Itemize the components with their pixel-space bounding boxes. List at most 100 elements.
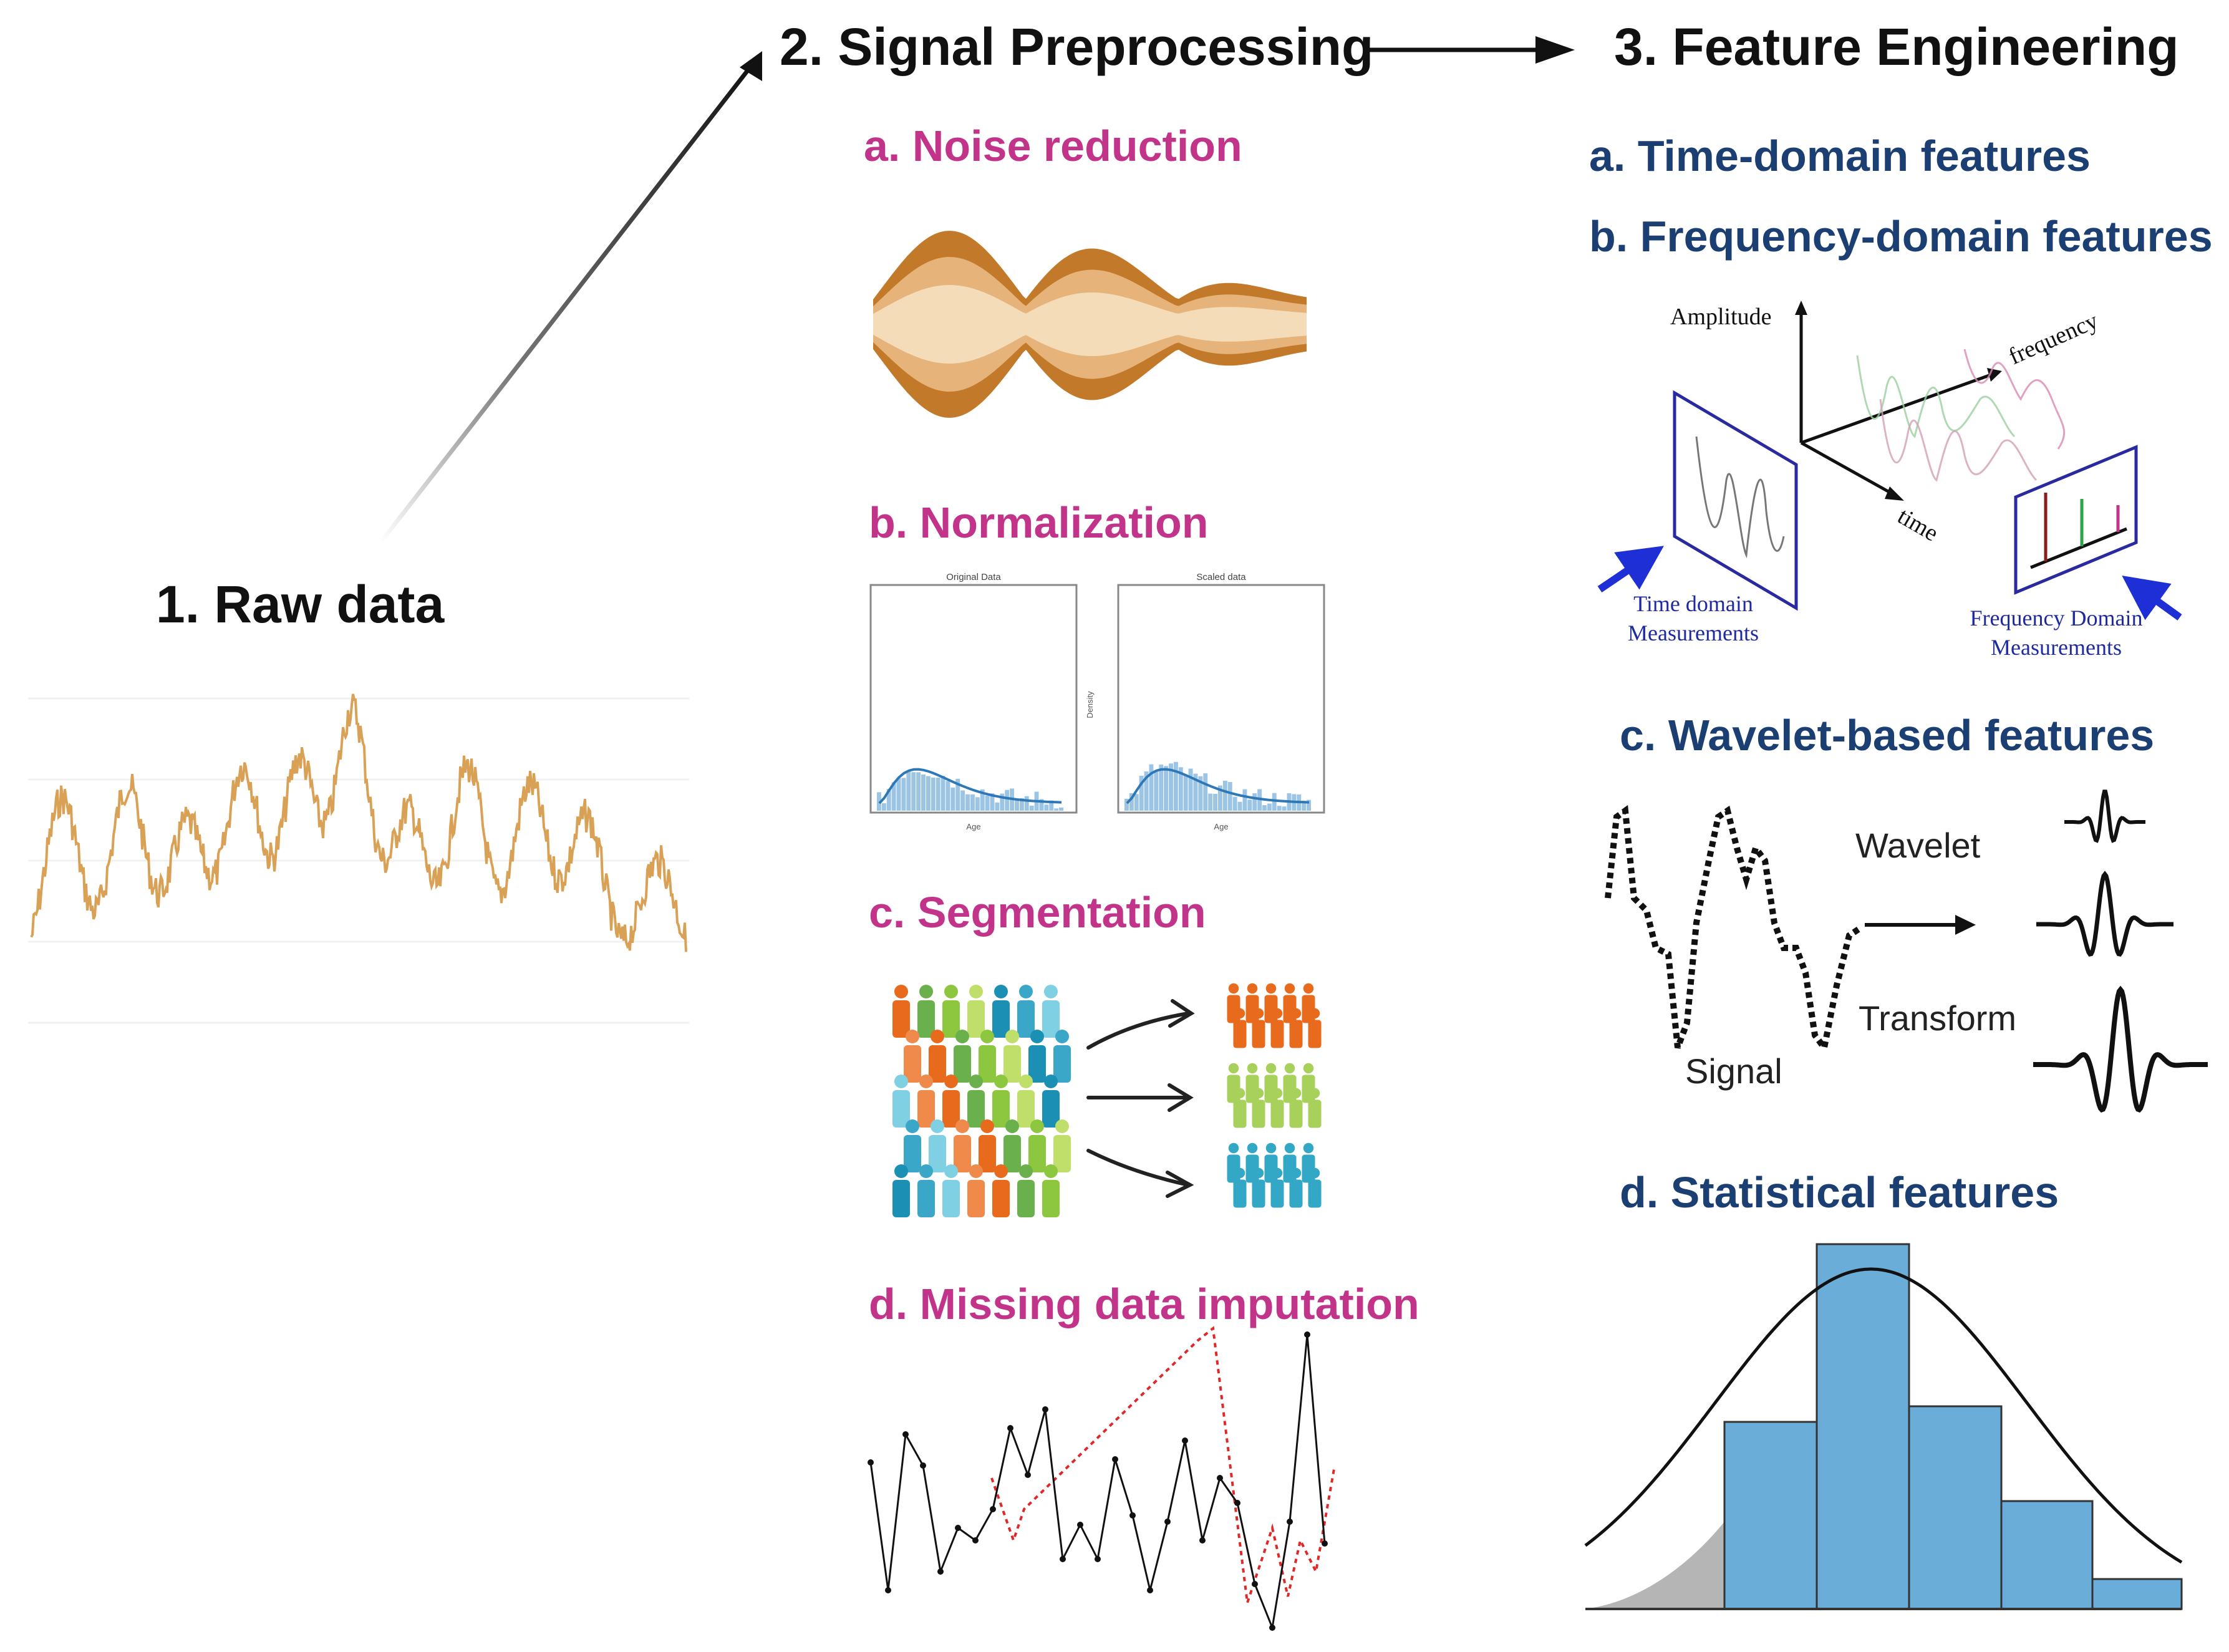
histogram-bar xyxy=(1019,798,1024,811)
person-icon xyxy=(1289,1088,1303,1128)
person-icon xyxy=(1308,1167,1322,1208)
person-icon xyxy=(992,1164,1010,1217)
scaled-ylabel: Density xyxy=(1085,691,1095,718)
histogram-bar xyxy=(965,794,970,811)
person-icon xyxy=(954,1119,971,1172)
histogram-bar xyxy=(1134,794,1139,811)
data-point xyxy=(885,1587,891,1593)
data-point xyxy=(1007,1425,1013,1431)
statistical-label: d. Statistical features xyxy=(1620,1168,2059,1217)
data-point xyxy=(1095,1556,1101,1562)
histogram-bar xyxy=(931,777,936,811)
original-xlabel: Age xyxy=(966,822,980,831)
data-point xyxy=(1304,1331,1310,1338)
person-icon xyxy=(1028,1030,1046,1083)
person-icon xyxy=(1042,1075,1060,1128)
normalization-label: b. Normalization xyxy=(869,498,1208,547)
data-point xyxy=(1269,1625,1275,1631)
scaled-data-panel xyxy=(1117,584,1325,814)
histogram-bar xyxy=(1124,798,1129,811)
histogram-bar xyxy=(1169,763,1173,811)
scaled-data-caption: Scaled data xyxy=(1196,572,1246,582)
data-point xyxy=(1199,1537,1206,1543)
histogram-bar xyxy=(1307,799,1311,811)
histogram-bar xyxy=(1164,766,1169,811)
time-domain-caption-2: Measurements xyxy=(1628,621,1759,645)
person-icon xyxy=(942,1075,960,1128)
frequency-domain-caption-2: Measurements xyxy=(1991,635,2122,660)
histogram-bar xyxy=(985,795,990,811)
histogram-bar xyxy=(1178,767,1183,811)
histogram-bar xyxy=(1222,780,1227,811)
person-icon xyxy=(1233,1088,1247,1128)
histogram-bar xyxy=(995,802,1000,811)
histogram-bar xyxy=(1272,793,1277,811)
person-icon xyxy=(1252,1088,1265,1128)
data-point xyxy=(1129,1512,1136,1519)
person-icon xyxy=(917,1075,935,1128)
data-point xyxy=(1217,1475,1223,1481)
histogram-bar xyxy=(1029,805,1034,811)
histogram-bar xyxy=(1282,806,1287,811)
histogram-bar xyxy=(1015,799,1019,811)
histogram-bar xyxy=(1183,775,1188,811)
histogram-bar xyxy=(901,778,906,811)
person-icon xyxy=(1017,985,1035,1038)
person-icon xyxy=(942,985,960,1038)
person-icon xyxy=(892,985,910,1038)
histogram-bar xyxy=(1277,806,1282,811)
histogram-bar xyxy=(926,776,931,811)
person-icon xyxy=(1233,1008,1247,1048)
histogram-bar xyxy=(970,794,975,811)
histogram-bar xyxy=(1227,781,1232,811)
data-point xyxy=(990,1506,996,1512)
person-icon xyxy=(992,985,1010,1038)
histogram-bar xyxy=(945,781,950,811)
time-frequency-diagram: Amplitude frequency time Time domain Mea… xyxy=(1597,301,2182,660)
person-icon xyxy=(1308,1008,1322,1048)
histogram-bar xyxy=(1054,808,1059,811)
histogram-bar xyxy=(975,797,980,811)
person-icon xyxy=(1270,1008,1284,1048)
original-data-panel xyxy=(869,584,1078,814)
histogram-bar xyxy=(1173,761,1178,811)
person-icon xyxy=(904,1119,921,1172)
noise-reduction-label: a. Noise reduction xyxy=(864,122,1242,170)
histogram-bar xyxy=(1218,785,1222,811)
data-point xyxy=(920,1462,926,1469)
noise-reduction-waveform xyxy=(873,231,1307,418)
data-point xyxy=(1322,1540,1328,1547)
histogram-bar xyxy=(1262,805,1267,811)
histogram-bar xyxy=(1144,771,1149,811)
histogram-bar xyxy=(921,774,926,811)
histogram-bar xyxy=(1000,793,1005,811)
person-icon xyxy=(1003,1119,1021,1172)
person-icon xyxy=(904,1030,921,1083)
histogram-bar xyxy=(1139,775,1144,811)
person-icon xyxy=(929,1119,946,1172)
histogram-bar xyxy=(1059,807,1063,811)
data-point xyxy=(868,1459,874,1466)
histogram-bar xyxy=(1005,790,1010,811)
transform-text: Transform xyxy=(1859,998,2016,1038)
histogram-bar xyxy=(1159,765,1164,811)
person-icon xyxy=(1053,1030,1071,1083)
person-icon xyxy=(942,1164,960,1217)
time-axis-label: time xyxy=(1893,503,1943,546)
data-point xyxy=(1164,1519,1171,1525)
histogram-bar xyxy=(1049,800,1054,811)
person-icon xyxy=(1003,1030,1021,1083)
histogram-bar xyxy=(1193,773,1198,811)
density-curve xyxy=(878,768,1062,804)
person-icon xyxy=(1028,1119,1046,1172)
person-icon xyxy=(1289,1167,1303,1208)
histogram-bar xyxy=(1129,793,1134,811)
histogram-bar xyxy=(877,792,881,811)
histogram-bar xyxy=(1203,773,1208,811)
feature-engineering-title: 3. Feature Engineering xyxy=(1614,17,2179,76)
data-point xyxy=(955,1525,961,1531)
segmentation-crowd xyxy=(892,985,1071,1217)
histogram-bar xyxy=(1252,793,1257,811)
person-icon xyxy=(1252,1167,1265,1208)
person-icon xyxy=(1017,1075,1035,1128)
